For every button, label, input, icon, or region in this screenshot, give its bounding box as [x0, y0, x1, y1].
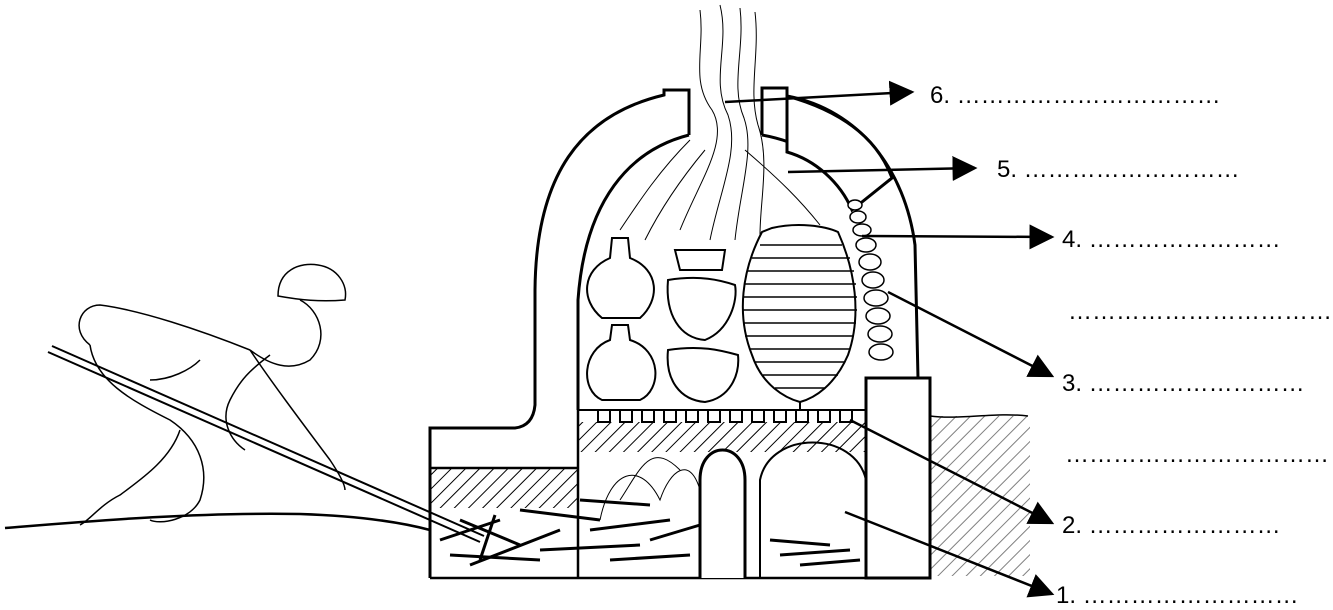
brick-stack: [848, 200, 893, 360]
flames: [600, 458, 700, 520]
worker-figure: [79, 264, 345, 525]
ground-line: [5, 514, 430, 530]
label-2: 2. ……………………: [1062, 514, 1281, 538]
floor-holes: [598, 410, 852, 422]
label-4: 4. ……………………: [1062, 228, 1281, 252]
firebox-arch: [700, 450, 745, 578]
stoke-hatch: [430, 468, 578, 508]
firebox-arch-right: [760, 443, 866, 579]
label-1: 1. ………………………: [1056, 584, 1299, 608]
rake-handle-2: [52, 346, 484, 536]
label-6: 6. ……………………………: [930, 84, 1221, 108]
arrow-4: [862, 236, 1052, 237]
pottery: [587, 225, 855, 410]
worker-helmet: [278, 264, 346, 300]
label-3-continuation: ……………………………: [1065, 443, 1329, 467]
right-pillar: [866, 378, 930, 578]
kiln-loading-door: [787, 96, 892, 210]
label-4-continuation: ……………………………: [1068, 300, 1332, 324]
label-3: 3. ………………………: [1062, 372, 1305, 396]
label-5: 5. ………………………: [997, 158, 1240, 182]
arrow-6: [725, 92, 912, 102]
arrow-3: [888, 292, 1052, 376]
firewood: [440, 500, 860, 565]
firebox-hatch-top: [578, 422, 866, 452]
